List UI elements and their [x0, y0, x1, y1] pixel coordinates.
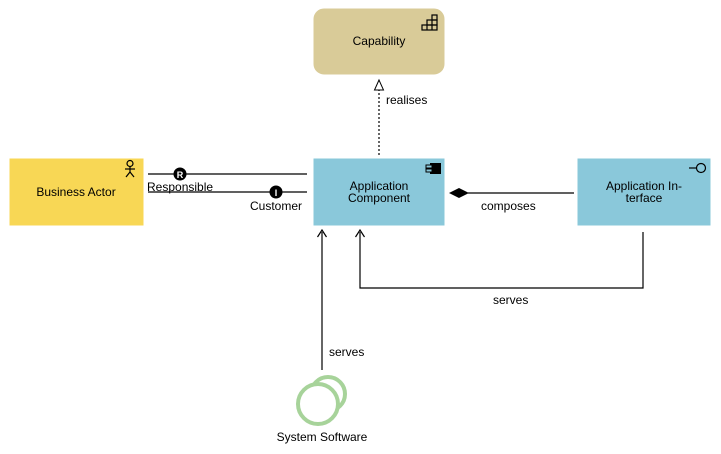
edge-serves-interface[interactable]: serves: [354, 228, 644, 307]
responsible-badge: [173, 167, 187, 181]
serves-arrowhead: [316, 228, 328, 238]
application-interface-label-line1: Application In-: [606, 179, 682, 193]
edge-realises-label: realises: [386, 93, 427, 107]
application-interface-label-line2: terface: [626, 191, 663, 205]
node-system-software[interactable]: System Software: [277, 375, 368, 444]
node-business-actor[interactable]: Business Actor: [9, 158, 144, 226]
system-software-icon: [296, 375, 347, 426]
application-component-label-line1: Application: [350, 179, 409, 193]
edge-customer[interactable]: I Customer: [148, 185, 307, 214]
business-actor-label: Business Actor: [36, 185, 115, 199]
composition-diamond: [449, 188, 469, 198]
responsible-badge-letter: R: [177, 170, 184, 180]
capability-label: Capability: [353, 34, 406, 48]
component-icon: [425, 163, 441, 174]
customer-badge: [269, 185, 283, 199]
capability-icon: [421, 14, 438, 31]
edge-composes-label: composes: [481, 199, 536, 213]
serves-arrowhead: [354, 228, 366, 238]
customer-badge-letter: I: [275, 188, 278, 198]
system-software-label: System Software: [277, 430, 368, 444]
edge-composes[interactable]: composes: [449, 188, 574, 213]
interface-icon: [689, 162, 707, 174]
application-component-label-line2: Component: [348, 191, 411, 205]
edge-serves-system-label: serves: [329, 345, 364, 359]
node-application-interface[interactable]: Application In- terface: [577, 158, 711, 226]
edge-serves-interface-label: serves: [493, 293, 528, 307]
edge-customer-label: Customer: [250, 199, 302, 213]
node-application-component[interactable]: Application Component: [313, 158, 445, 226]
edge-realises[interactable]: realises: [373, 78, 428, 155]
edge-responsible-label: Responsible: [147, 180, 213, 194]
edge-serves-system[interactable]: serves: [316, 228, 365, 370]
actor-icon: [125, 159, 135, 178]
node-capability[interactable]: Capability: [313, 8, 445, 75]
edge-responsible[interactable]: R Responsible: [147, 167, 307, 195]
